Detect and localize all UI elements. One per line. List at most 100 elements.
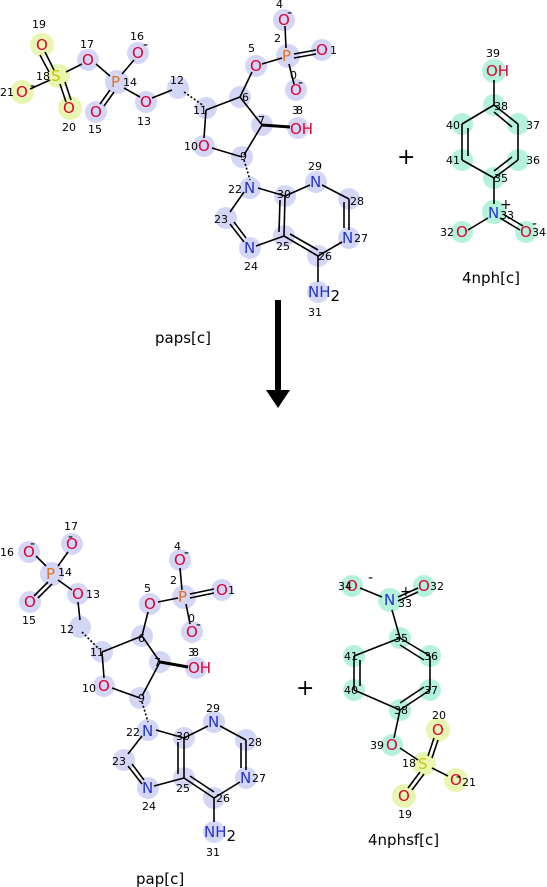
atom-halo — [19, 591, 41, 613]
atom-index: 15 — [22, 614, 36, 627]
nh2-subscript: 2 — [331, 287, 341, 305]
bond — [499, 217, 521, 231]
bond — [37, 583, 53, 599]
atom-index: 38 — [394, 704, 408, 717]
nh2-letters: NH — [204, 823, 227, 841]
atom-index: 18 — [402, 757, 416, 770]
atom-index: 10 — [184, 140, 198, 153]
atom-index: 28 — [350, 195, 364, 208]
bond — [431, 739, 439, 759]
bond — [29, 79, 51, 90]
bond — [64, 81, 72, 101]
bond — [183, 777, 215, 799]
atom-halo — [273, 9, 295, 31]
atom-index: 33 — [500, 209, 514, 222]
bond — [157, 597, 179, 603]
atom-index: 34 — [338, 580, 352, 593]
atom-OH: OH — [486, 62, 509, 80]
bond — [399, 747, 419, 761]
compound-label-paps: paps[c] — [155, 329, 211, 347]
atom-O: O — [90, 103, 102, 121]
atom-index: 21 — [0, 86, 14, 99]
bond — [189, 588, 215, 595]
bond — [283, 235, 319, 257]
bond — [397, 591, 419, 602]
atom-index: 26 — [318, 250, 332, 263]
bond — [205, 96, 241, 111]
bond — [283, 195, 286, 237]
atom-index: 24 — [142, 800, 156, 813]
atom-OH: OH — [188, 659, 211, 677]
atom-O: O — [174, 551, 186, 569]
atom-highlight-layer — [10, 9, 537, 843]
atom-index: 22 — [126, 726, 140, 739]
bond — [233, 221, 247, 239]
atom-P: P — [46, 565, 55, 583]
atom-N: N — [208, 713, 219, 731]
atom-index: 2 — [274, 32, 281, 45]
atom-index: 6 — [138, 632, 145, 645]
atom-halo — [203, 711, 225, 733]
bond — [183, 725, 209, 739]
atom-halo — [239, 237, 261, 259]
atom-S: S — [51, 67, 61, 85]
atom-O: O — [144, 595, 156, 613]
bond — [288, 63, 295, 85]
atom-halo — [211, 579, 233, 601]
bond — [189, 592, 215, 599]
bond — [255, 235, 285, 247]
atom-index: 31 — [206, 846, 220, 859]
atom-halo — [113, 749, 135, 771]
atom-O: O — [82, 51, 94, 69]
atom-halo — [127, 42, 149, 64]
bond — [284, 25, 287, 49]
atom-index: 36 — [424, 650, 438, 663]
atom-index: 12 — [60, 623, 74, 636]
atom-O: O — [450, 771, 462, 789]
atom-index: 8 — [296, 104, 303, 117]
reaction-arrow-head — [266, 390, 290, 408]
atom-index: 27 — [252, 772, 266, 785]
bond — [183, 91, 205, 107]
bond — [57, 551, 69, 567]
compound-label-pap: pap[c] — [136, 870, 184, 887]
bond — [493, 111, 513, 128]
bond — [359, 587, 383, 598]
atom-O: O — [66, 535, 78, 553]
bond — [155, 729, 185, 739]
bond — [141, 701, 149, 723]
atom-O: O — [98, 677, 110, 695]
atom-O: O — [520, 223, 532, 241]
atom-halo — [137, 777, 159, 799]
atom-O: O — [23, 543, 35, 561]
atom-O: O — [72, 585, 84, 603]
bond — [353, 637, 401, 657]
atom-halo — [412, 752, 436, 776]
atom-index: 11 — [193, 104, 207, 117]
charge-plus: + — [500, 197, 512, 213]
atom-O: O — [456, 223, 468, 241]
charge-minus: - — [143, 37, 148, 53]
atom-halo — [61, 533, 83, 555]
atom-index: 25 — [276, 240, 290, 253]
atom-index: 0 — [290, 69, 297, 82]
bond — [399, 689, 431, 711]
atom-halo — [239, 177, 261, 199]
atom-O: O — [186, 623, 198, 641]
atom-halo — [203, 821, 225, 843]
bond — [35, 555, 47, 567]
atom-halo — [215, 207, 237, 229]
bond — [461, 104, 495, 125]
atom-index: 17 — [80, 38, 94, 51]
atom-index: 19 — [32, 18, 46, 31]
atom-N: N — [142, 779, 153, 797]
atom-O: O — [278, 11, 290, 29]
atom-O: O — [250, 57, 262, 75]
plus-sign-products: + — [296, 676, 314, 701]
bond — [353, 689, 401, 711]
atom-index: 30 — [277, 188, 291, 201]
bond — [397, 587, 419, 598]
atom-halo — [392, 784, 416, 808]
atom-index: 19 — [398, 808, 412, 821]
atom-halo — [135, 91, 157, 113]
